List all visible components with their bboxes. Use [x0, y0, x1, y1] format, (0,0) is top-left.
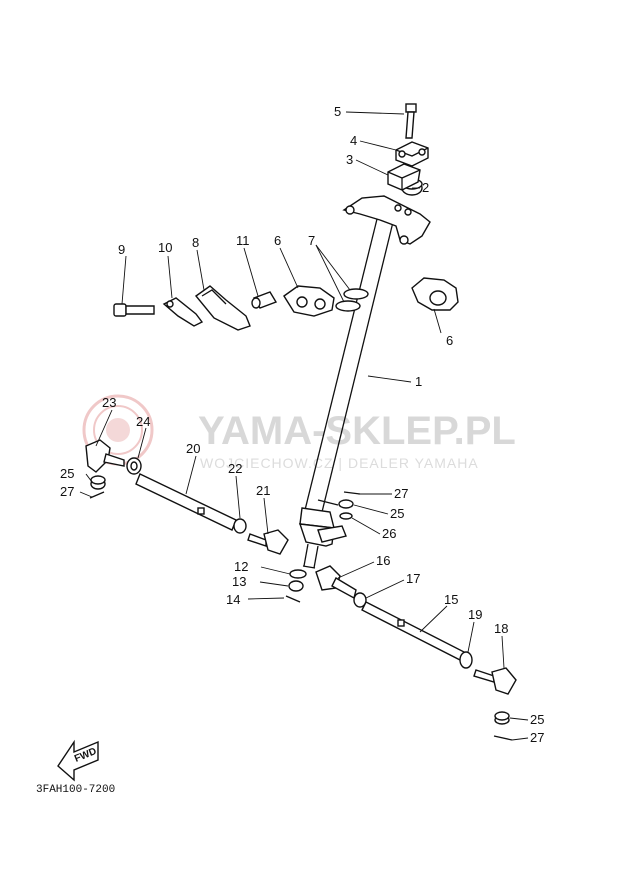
part-25-nut-center: [338, 499, 354, 509]
label-part-11: 11: [236, 233, 250, 248]
part-16-tierod-end-right: [315, 565, 357, 600]
label-part-5: 5: [334, 104, 341, 119]
label-part-17: 17: [406, 571, 420, 586]
part-5-bolt: [405, 103, 417, 139]
diagram-code: 3FAH100-7200: [36, 784, 115, 796]
label-part-27-center: 27: [394, 486, 408, 501]
part-21-tierod-end: [247, 529, 289, 555]
label-part-15: 15: [444, 592, 458, 607]
label-part-25-right: 25: [530, 712, 544, 727]
part-26-washer: [339, 512, 353, 520]
label-part-23: 23: [102, 395, 116, 410]
label-part-12: 12: [234, 559, 248, 574]
part-15-tierod-right: [361, 601, 469, 663]
part-4-clamp: [395, 141, 429, 167]
label-part-2: 2: [422, 180, 429, 195]
label-part-24: 24: [136, 414, 150, 429]
label-part-22: 22: [228, 461, 242, 476]
watermark-title: YAMA-SKLEP.PL: [198, 409, 516, 453]
part-labels: 1 2 3 4 5 6 6 7 8 9 10 11 12 13 14 15 16…: [60, 104, 544, 745]
label-part-26: 26: [382, 526, 396, 541]
label-part-1: 1: [415, 374, 422, 389]
label-part-6-left: 6: [274, 233, 281, 248]
part-8-plate: [194, 285, 251, 331]
watermark-subtitle: WOJCIECHOW.CZ | DEALER YAMAHA: [200, 455, 479, 471]
leader-lines: [79, 111, 529, 741]
part-12-washer: [289, 569, 307, 579]
part-9-bolt: [113, 303, 155, 317]
label-part-7: 7: [308, 233, 315, 248]
part-23-tierod-end-left: [85, 439, 125, 473]
label-part-16: 16: [376, 553, 390, 568]
part-19-nut: [459, 651, 473, 669]
part-13-nut: [288, 580, 304, 592]
part-25-nut-right: [494, 711, 510, 725]
label-part-14: 14: [226, 592, 240, 607]
label-part-18: 18: [494, 621, 508, 636]
label-part-8: 8: [192, 235, 199, 250]
label-part-20: 20: [186, 441, 200, 456]
part-27-pin-left: [89, 491, 105, 499]
part-22-nut: [233, 518, 247, 534]
part-20-tierod-left: [135, 473, 237, 531]
part-3-bushing: [387, 163, 421, 191]
part-25-nut-left: [90, 475, 106, 490]
part-27-pin-center: [343, 491, 361, 495]
part-10-lockplate: [162, 297, 204, 327]
label-part-21: 21: [256, 483, 270, 498]
part-6-holder-left: [283, 285, 335, 317]
label-part-10: 10: [158, 240, 172, 255]
label-part-9: 9: [118, 242, 125, 257]
part-18-tierod-end-far-right: [473, 667, 517, 695]
fwd-arrow-icon: FWD: [57, 739, 99, 782]
label-part-13: 13: [232, 574, 246, 589]
part-7-clips: [335, 288, 369, 312]
label-part-25-center: 25: [390, 506, 404, 521]
part-24-nut: [126, 457, 142, 475]
label-part-19: 19: [468, 607, 482, 622]
label-part-27-left: 27: [60, 484, 74, 499]
label-part-27-right: 27: [530, 730, 544, 745]
part-6-holder-right: [411, 277, 459, 311]
label-part-4: 4: [350, 133, 357, 148]
label-part-25-left: 25: [60, 466, 74, 481]
part-27-pin-right: [493, 735, 513, 741]
watermark: YAMA-SKLEP.PL WOJCIECHOW.CZ | DEALER YAM…: [82, 394, 516, 471]
steering-shaft: [298, 214, 395, 569]
part-17-nut: [353, 592, 367, 608]
label-part-6-right: 6: [446, 333, 453, 348]
part-11-sleeve: [251, 291, 278, 309]
part-14-pin: [285, 595, 301, 603]
top-bracket: [342, 195, 431, 245]
label-part-3: 3: [346, 152, 353, 167]
